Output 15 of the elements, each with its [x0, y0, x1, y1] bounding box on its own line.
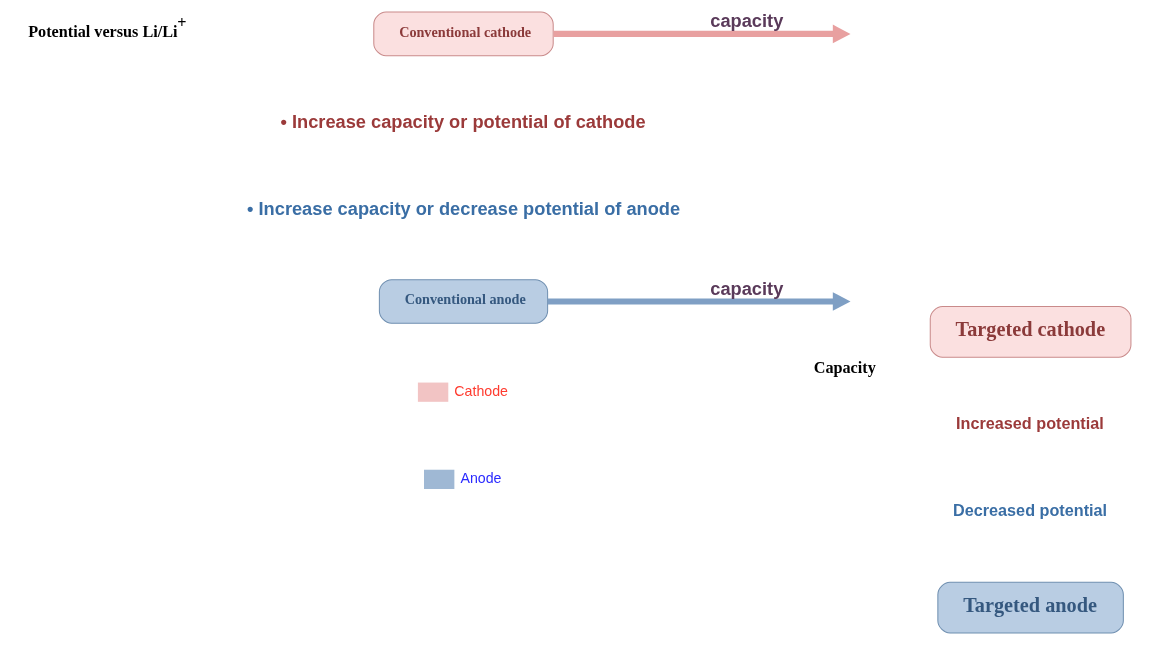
label: • Increase capacity or decrease potential of anode [247, 197, 681, 219]
node-box: Targeted cathode [929, 306, 1132, 358]
node-box: Conventional anode [378, 279, 549, 324]
edge-label: capacity [710, 277, 784, 299]
node-box: Conventional cathode [373, 11, 554, 57]
arrow [547, 292, 851, 311]
legend-label: Anode [460, 470, 502, 487]
label: • Increase capacity or potential of cathode [280, 110, 646, 132]
label: Decreased potential [953, 501, 1108, 520]
label: Capacity [813, 359, 876, 378]
label: Increased potential [956, 413, 1104, 432]
arrow [553, 24, 851, 44]
node-box: Targeted anode [937, 581, 1124, 634]
legend-label: Cathode [454, 382, 509, 399]
edge-label: capacity [710, 10, 784, 32]
